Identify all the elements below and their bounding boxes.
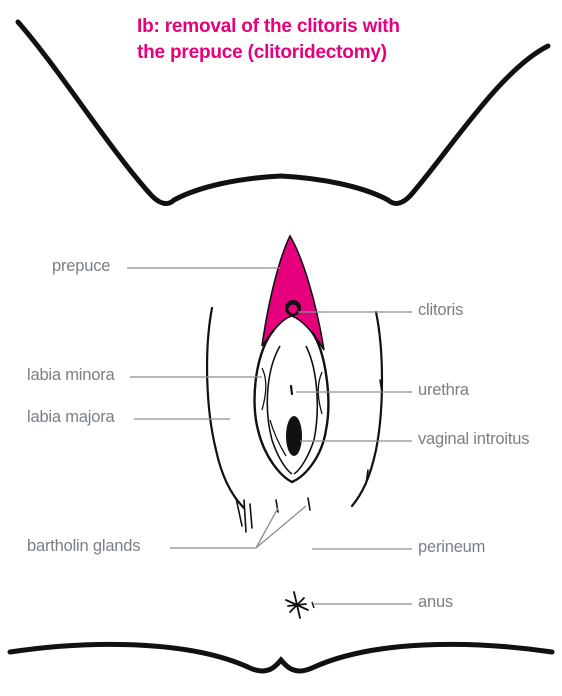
urethra-mark — [291, 386, 292, 394]
lower-body-outline — [10, 644, 552, 671]
label-bartholin-glands: bartholin glands — [27, 537, 140, 556]
vaginal-introitus-mark — [286, 416, 302, 456]
label-anus: anus — [418, 593, 453, 612]
label-vaginal-introitus: vaginal introitus — [418, 430, 529, 449]
label-labia-majora: labia majora — [27, 408, 114, 427]
anus-small-mark — [312, 602, 314, 608]
label-perineum: perineum — [418, 538, 485, 557]
clitoris-inner — [289, 305, 298, 314]
label-labia-minora: labia minora — [27, 366, 114, 385]
label-urethra: urethra — [418, 381, 469, 400]
labia-minora-inner-left — [267, 346, 292, 474]
labia-minora-inner-right — [294, 346, 317, 474]
labia-majora-left-outline — [207, 308, 244, 508]
label-prepuce: prepuce — [52, 257, 110, 276]
leader-bartholin — [170, 506, 306, 548]
anus-mark — [286, 592, 308, 618]
label-clitoris: clitoris — [418, 301, 463, 320]
bartholin-gland-right — [308, 498, 310, 510]
upper-body-outline — [18, 22, 548, 203]
